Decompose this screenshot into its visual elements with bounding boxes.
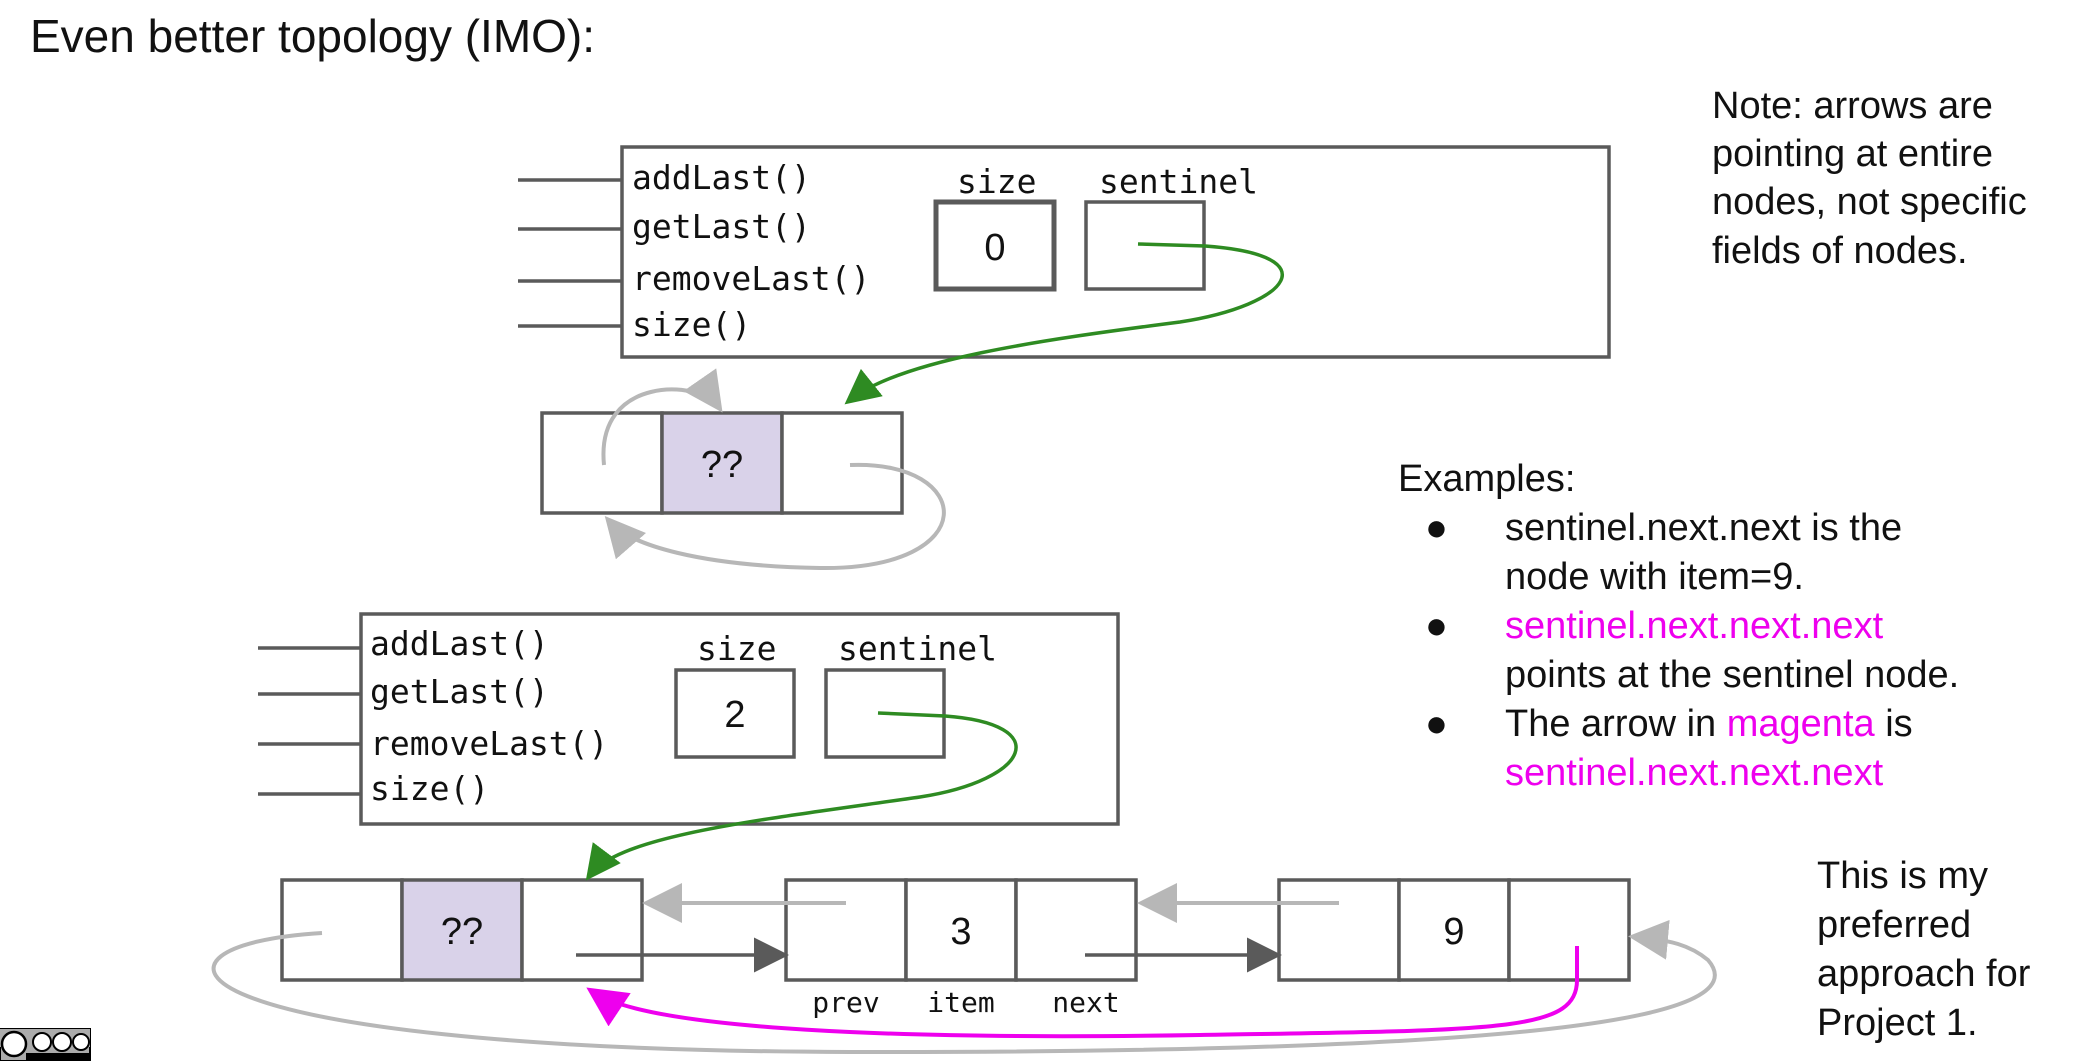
- bullet-glyph: ●: [1425, 605, 1448, 647]
- method-getlast: getLast(): [370, 672, 549, 711]
- sentinel-node-next: [520, 878, 644, 982]
- bullet3-magenta-word: magenta: [1727, 703, 1876, 745]
- preferred-line: approach for: [1817, 953, 2031, 995]
- field-label-next: next: [1052, 986, 1119, 1019]
- field-label-prev: prev: [812, 986, 879, 1019]
- next-self-arrow: [604, 462, 946, 571]
- size-field: [674, 668, 796, 759]
- size-label: size: [957, 162, 1036, 201]
- page-title: Even better topology (IMO):: [30, 10, 595, 62]
- magenta-next-arrow: [586, 946, 1579, 1039]
- method-removelast: removeLast(): [370, 724, 608, 763]
- prev-self-arrow: [601, 368, 723, 466]
- sentinel-prev-wrap-arrow: [211, 919, 1717, 1055]
- preferred-line: This is my: [1817, 855, 1988, 897]
- top-list: addLast() getLast() removeLast() size() …: [518, 145, 1611, 571]
- node-9-prev: [1277, 878, 1401, 982]
- sentinel-label: sentinel: [838, 629, 997, 668]
- node-9-next: [1507, 878, 1631, 982]
- note-line: Note: arrows are: [1712, 85, 1993, 127]
- bullet3-suffix: is: [1875, 703, 1913, 745]
- cc-by-nc-sa-icon: [0, 1028, 91, 1061]
- size-value: 0: [984, 227, 1005, 269]
- node-9-item: [1397, 878, 1511, 982]
- node-3-next: [1014, 878, 1138, 982]
- preferred-line: preferred: [1817, 904, 1971, 946]
- bullet-glyph: ●: [1425, 507, 1448, 549]
- examples-heading: Examples:: [1398, 458, 1575, 500]
- bullet2-rest: points at the sentinel node.: [1505, 654, 1959, 696]
- bullet1-line1: sentinel.next.next is the: [1505, 507, 1902, 549]
- note-line: nodes, not specific: [1712, 181, 2027, 223]
- method-addlast: addLast(): [370, 624, 549, 663]
- size-field: [933, 199, 1057, 292]
- method-removelast: removeLast(): [632, 259, 870, 298]
- sentinel-arrow: [585, 711, 1018, 881]
- preferred-line: Project 1.: [1817, 1002, 1978, 1044]
- bullet-glyph: ●: [1425, 703, 1448, 745]
- bottom-list: addLast() getLast() removeLast() size() …: [211, 612, 1717, 1055]
- sentinel-node-next: [780, 411, 904, 515]
- note-line: pointing at entire: [1712, 133, 1993, 175]
- sentinel-label: sentinel: [1099, 162, 1258, 201]
- sentinel-node-item: [400, 878, 524, 982]
- bullet3-magenta-line: sentinel.next.next.next: [1505, 752, 1884, 794]
- sentinel-node-item-value: ??: [701, 444, 743, 486]
- method-size: size(): [632, 305, 751, 344]
- method-size: size(): [370, 769, 489, 808]
- bullet1-line2: node with item=9.: [1505, 556, 1804, 598]
- node-3-prev: [784, 878, 908, 982]
- bullet2-magenta: sentinel.next.next.next: [1505, 605, 1884, 647]
- node-9-item-value: 9: [1443, 911, 1464, 953]
- method-addlast: addLast(): [632, 158, 811, 197]
- sentinel-node-prev: [280, 878, 404, 982]
- node-3-item-value: 3: [950, 911, 971, 953]
- size-value: 2: [724, 694, 745, 736]
- sentinel-node-item-value: ??: [441, 911, 483, 953]
- bullet3-line1: The arrow in magenta is: [1505, 703, 1913, 745]
- method-getlast: getLast(): [632, 207, 811, 246]
- note-line: fields of nodes.: [1712, 230, 1968, 272]
- sentinel-node-prev: [540, 411, 664, 515]
- bullet3-prefix: The arrow in: [1505, 703, 1727, 745]
- sentinel-arrow: [844, 242, 1284, 405]
- field-label-item: item: [927, 986, 994, 1019]
- size-label: size: [697, 629, 776, 668]
